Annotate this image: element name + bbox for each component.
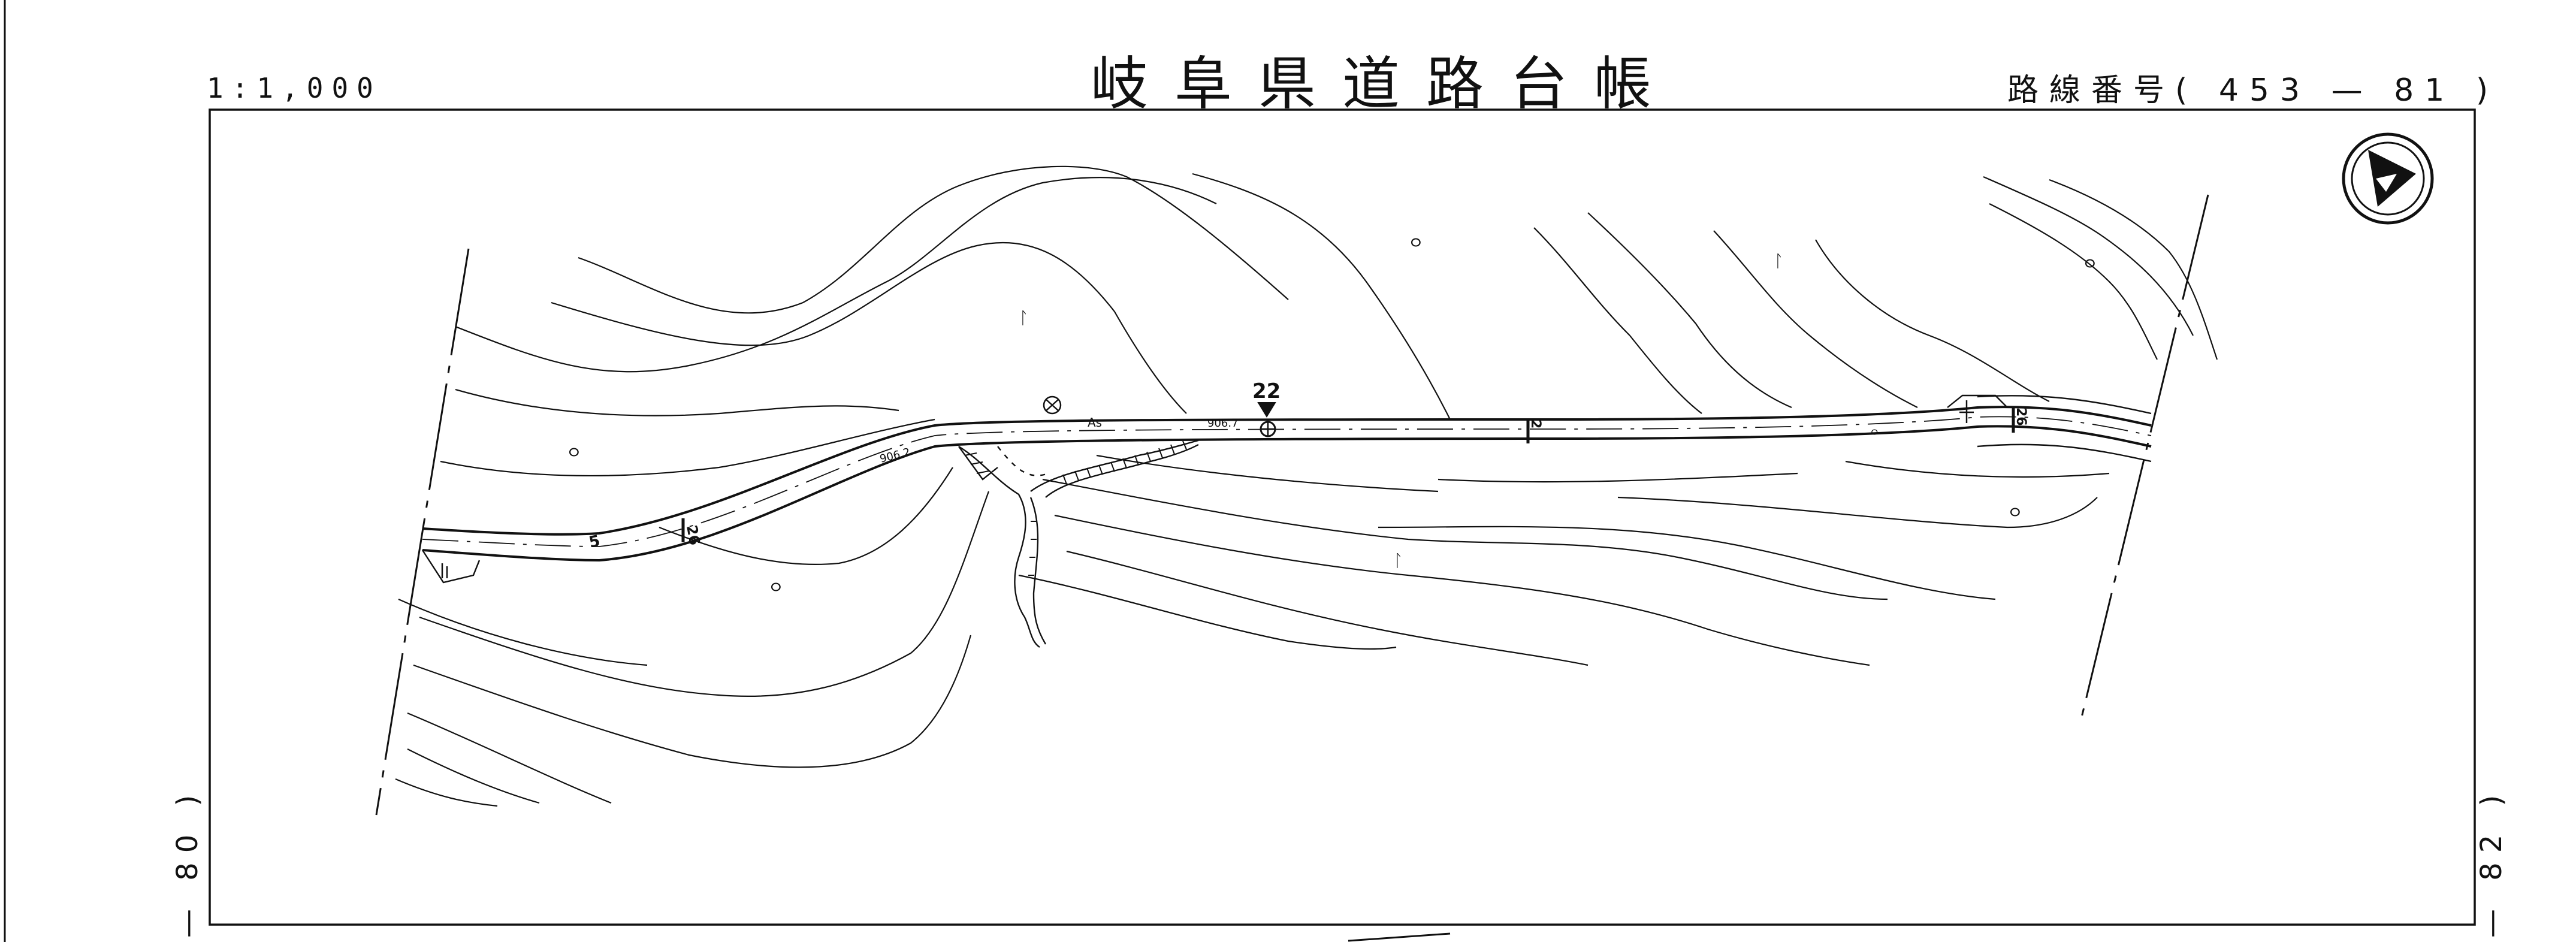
- map-frame: [209, 108, 2476, 926]
- lower-panel-line: [1348, 932, 1451, 942]
- land-symbol-8: ㅇ: [2007, 503, 2023, 523]
- boundary-right: [2079, 194, 2209, 723]
- elevation-label-center: 906.7: [1207, 417, 1239, 430]
- land-symbol-6: ㅇ: [2082, 254, 2098, 274]
- road: [421, 394, 2152, 584]
- road-outer-south: [1977, 443, 2152, 463]
- route-value: ( 453 — 81 ): [2175, 73, 2499, 108]
- embankment: [958, 439, 1199, 648]
- road-outer-north: [1977, 395, 2152, 415]
- contour-lines: [395, 165, 2218, 807]
- north-arrow-icon: [2342, 132, 2434, 225]
- land-symbol-2: ᛚ: [1019, 308, 1029, 328]
- road-marker-1: 5: [587, 532, 602, 552]
- station-number: 22: [1252, 379, 1281, 403]
- embankment-hatching: [964, 440, 1187, 576]
- surface-label: As: [1088, 415, 1102, 430]
- map-scale: 1:1,000: [207, 72, 382, 104]
- road-marker-3: 2: [1528, 419, 1543, 428]
- road-marker-2: 26: [683, 524, 703, 547]
- land-symbol-3: ㅇ: [1408, 233, 1424, 253]
- land-symbol-9: ㅇ: [1870, 427, 1880, 439]
- road-centerline: [422, 416, 2152, 547]
- land-symbol-5: ᛚ: [1774, 251, 1784, 271]
- elevation-label-left: 906.2: [878, 446, 911, 466]
- land-symbol-7: ᛚ: [1393, 551, 1403, 570]
- route-number: 路線番号( 453 — 81 ): [2007, 65, 2499, 110]
- road-edge-south: [422, 425, 2152, 562]
- page-title: 岐阜県道路台帳: [1091, 50, 1678, 117]
- pullout-east: [1947, 394, 2008, 408]
- route-label: 路線番号: [2007, 73, 2176, 108]
- boundary-left: [375, 248, 470, 816]
- structure-icon: [1043, 395, 1062, 415]
- land-symbol-1: ㅇ: [566, 443, 582, 463]
- road-edge-north: [422, 406, 2152, 536]
- pullout-west: [421, 550, 481, 584]
- station-marker: 22: [1252, 379, 1281, 437]
- road-marker-4: 26: [2013, 407, 2028, 426]
- pole-icon: [441, 400, 1974, 578]
- land-symbol-4: ㅇ: [768, 578, 784, 597]
- section-marks: [681, 407, 2015, 542]
